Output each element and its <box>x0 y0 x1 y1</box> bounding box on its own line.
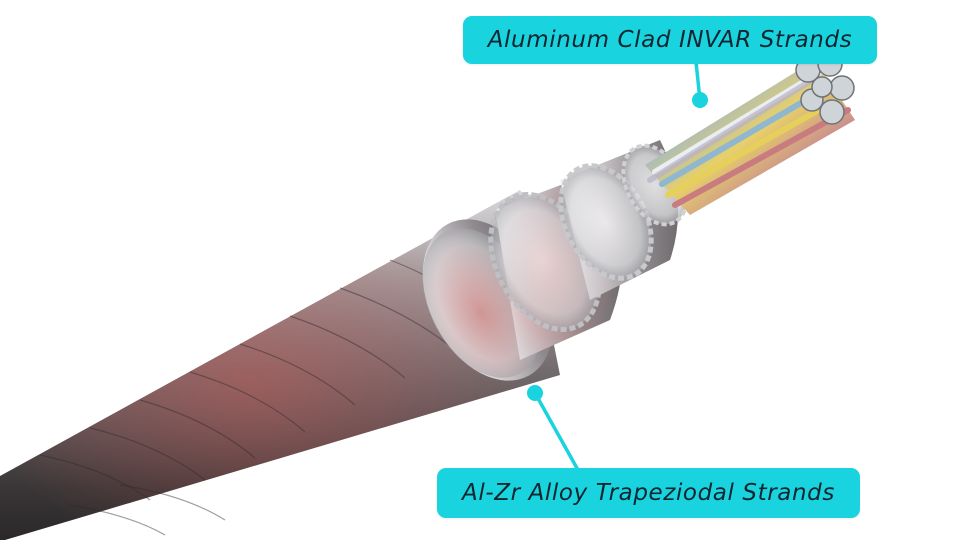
outer-strand-layer <box>0 190 560 540</box>
alzr-strands-label: Al-Zr Alloy Trapeziodal Strands <box>437 468 860 518</box>
invar-strands-label: Aluminum Clad INVAR Strands <box>463 16 877 64</box>
callout-leader-top <box>692 61 708 108</box>
invar-strands-label-text: Aluminum Clad INVAR Strands <box>487 27 853 53</box>
alzr-strands-label-text: Al-Zr Alloy Trapeziodal Strands <box>462 480 835 506</box>
invar-core-strands <box>645 51 855 215</box>
callout-leader-bottom <box>527 385 580 471</box>
